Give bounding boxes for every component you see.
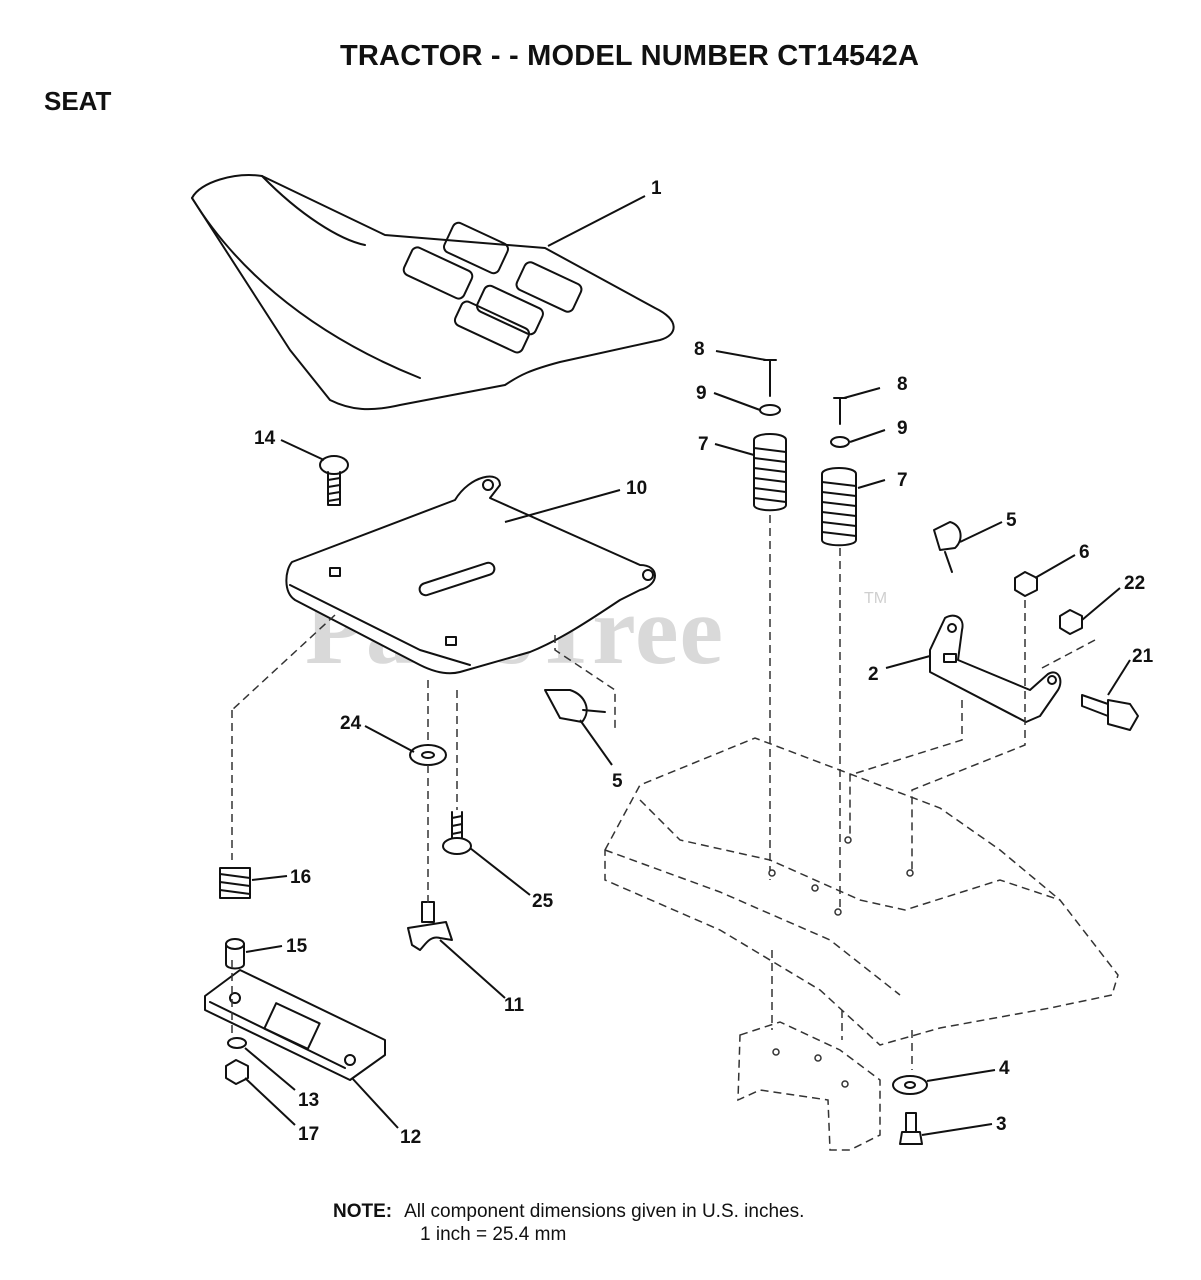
spring-part-small <box>219 867 251 899</box>
callout-5-lower: 5 <box>612 771 623 792</box>
section-title: SEAT <box>44 86 112 116</box>
spring-stack-right <box>821 397 857 547</box>
washer-part-small <box>227 1037 247 1049</box>
callout-25: 25 <box>532 891 554 912</box>
note-text: All component dimensions given in U.S. i… <box>404 1201 805 1222</box>
callout-17: 17 <box>298 1124 319 1145</box>
callout-12: 12 <box>400 1127 421 1148</box>
clip-part-upper <box>933 521 962 573</box>
note-conversion: 1 inch = 25.4 mm <box>420 1224 567 1245</box>
callout-labels: 1 8 8 9 9 7 7 14 10 5 6 22 2 21 24 5 16 … <box>254 178 1154 1148</box>
callout-3: 3 <box>996 1114 1007 1135</box>
tractor-frame-phantom <box>231 515 1119 1151</box>
page-title: TRACTOR - - MODEL NUMBER CT14542A <box>340 40 920 72</box>
callout-21: 21 <box>1132 646 1154 667</box>
seat-part <box>191 174 675 411</box>
nut-part-bottom <box>225 1059 249 1085</box>
clip-part-lower <box>544 689 606 723</box>
shoulder-bolt-part <box>442 811 472 855</box>
callout-1: 1 <box>651 178 662 199</box>
callout-5-upper: 5 <box>1006 510 1017 531</box>
callout-11: 11 <box>504 995 525 1016</box>
bolt-part-bottom <box>899 1112 923 1145</box>
callout-2: 2 <box>868 664 879 685</box>
bracket-part <box>929 614 1062 723</box>
callout-16: 16 <box>290 867 311 888</box>
nut-part <box>1014 571 1038 597</box>
knob-part <box>407 901 453 951</box>
leader-lines <box>244 195 1131 1136</box>
washer-part-bottom <box>892 1075 928 1095</box>
callout-22: 22 <box>1124 573 1145 594</box>
callout-8-right: 8 <box>897 374 908 395</box>
callout-14: 14 <box>254 428 276 449</box>
seat-pan-part <box>285 475 656 675</box>
spring-stack-left <box>753 359 787 512</box>
note-label: NOTE: <box>333 1201 393 1222</box>
spacer-part <box>225 938 245 970</box>
callout-8-left: 8 <box>694 339 705 360</box>
callout-24: 24 <box>340 713 362 734</box>
nut-part-small <box>1059 609 1083 635</box>
callout-13: 13 <box>298 1090 319 1111</box>
callout-9-right: 9 <box>897 418 908 439</box>
note: NOTE: All component dimensions given in U… <box>333 1200 804 1224</box>
carriage-bolt-part <box>319 455 349 506</box>
callout-4: 4 <box>999 1058 1010 1079</box>
callout-9-left: 9 <box>696 383 707 404</box>
trademark-mark: TM <box>864 590 888 607</box>
hex-bolt-part <box>1081 694 1139 731</box>
callout-6: 6 <box>1079 542 1090 563</box>
callout-10: 10 <box>626 478 647 499</box>
callout-7-right: 7 <box>897 470 908 491</box>
callout-15: 15 <box>286 936 308 957</box>
washer-part <box>409 744 447 766</box>
callout-7-left: 7 <box>698 434 709 455</box>
